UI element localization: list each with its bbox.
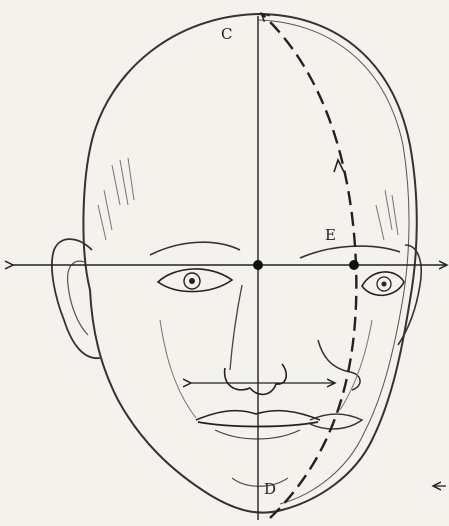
right-temple-hatching bbox=[376, 190, 398, 240]
head-outline-inner bbox=[258, 20, 409, 504]
dashed-rotation-arc bbox=[262, 14, 356, 518]
left-cheek-line bbox=[160, 320, 196, 418]
left-pupil bbox=[189, 278, 195, 284]
head-outline bbox=[83, 14, 416, 513]
left-temple-hatching bbox=[98, 158, 134, 240]
label-c: C bbox=[221, 27, 232, 42]
label-e: E bbox=[325, 228, 336, 243]
nose-bridge bbox=[230, 285, 242, 370]
right-pupil bbox=[382, 282, 387, 287]
label-d: D bbox=[264, 482, 276, 497]
right-cheek-line bbox=[340, 320, 372, 410]
left-brow bbox=[150, 242, 240, 255]
nose-base bbox=[225, 364, 287, 394]
left-ear bbox=[52, 239, 100, 358]
right-ear bbox=[398, 245, 421, 345]
point-e bbox=[349, 260, 359, 270]
chin bbox=[232, 478, 288, 486]
right-brow bbox=[300, 246, 400, 258]
center-point bbox=[253, 260, 263, 270]
left-ear-inner bbox=[68, 261, 88, 335]
